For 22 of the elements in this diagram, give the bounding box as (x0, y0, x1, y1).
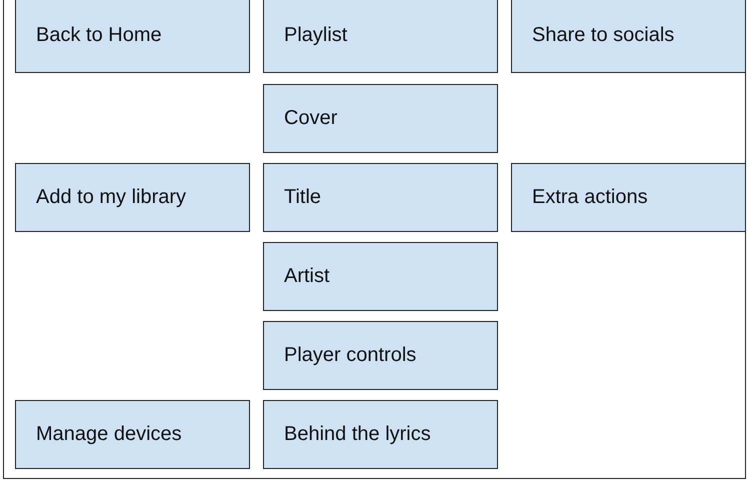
box-label: Manage devices (36, 423, 182, 446)
section-box (263, 84, 498, 153)
section-box (263, 400, 498, 469)
box-label: Player controls (284, 344, 416, 367)
section-box (15, 0, 250, 73)
section-box (15, 163, 250, 232)
box-label: Artist (284, 265, 330, 288)
section-box (15, 400, 250, 469)
box-label: Back to Home (36, 24, 162, 47)
box-label: Share to socials (532, 24, 674, 47)
box-label: Add to my library (36, 186, 186, 209)
section-box (511, 163, 746, 232)
section-box (263, 163, 498, 232)
section-box (511, 0, 746, 73)
section-box (263, 242, 498, 311)
box-label: Behind the lyrics (284, 423, 431, 446)
box-label: Playlist (284, 24, 348, 47)
box-label: Title (284, 186, 322, 209)
section-box (263, 321, 498, 390)
section-box (263, 0, 498, 73)
box-label: Cover (284, 107, 338, 130)
box-label: Extra actions (532, 186, 648, 209)
